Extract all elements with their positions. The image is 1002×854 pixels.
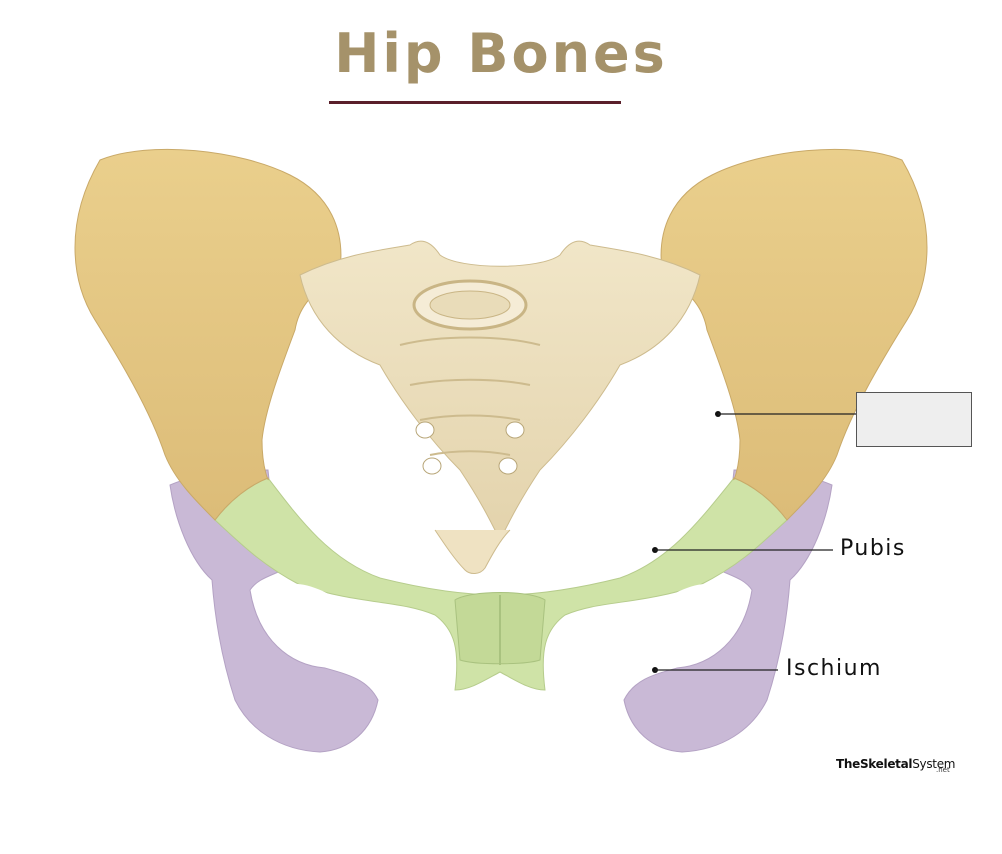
pubis-bone [214,477,788,691]
watermark-regular: System [912,757,956,771]
obturator-foramen-left [279,583,357,667]
diagram-title: Hip Bones [334,22,668,85]
label-box-ilium[interactable] [856,392,972,447]
ilium-right [660,148,928,521]
obturator-foramen-right [645,583,723,667]
leader-line-ilium [715,411,856,417]
label-pubis: Pubis [840,536,906,561]
label-ischium: Ischium [786,656,882,681]
leader-line-ischium [652,667,778,673]
watermark-bold: TheSkeletal [836,757,913,771]
title-underline [329,101,621,104]
site-watermark: TheSkeletalSystem .net [836,755,956,774]
watermark-suffix: .net [936,766,950,774]
sacrum [299,240,701,574]
ilium-left [74,148,342,521]
leader-line-pubis [652,547,833,553]
